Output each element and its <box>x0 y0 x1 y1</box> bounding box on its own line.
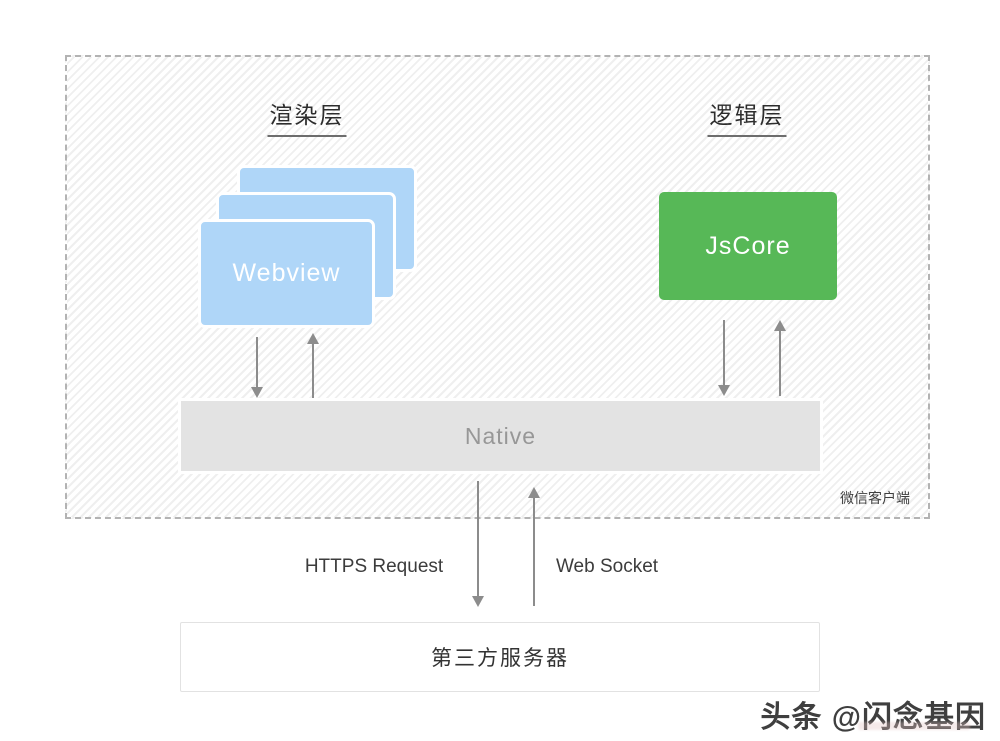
server-to-native-arrow-up-icon <box>533 497 535 606</box>
jscore-to-native-arrow-down-icon <box>723 320 725 386</box>
native-bar: Native <box>178 398 823 474</box>
logic-layer-heading: 逻辑层 <box>707 96 787 137</box>
jscore-label: JsCore <box>705 231 791 260</box>
native-label: Native <box>464 422 537 449</box>
webview-card-front: Webview <box>198 219 375 328</box>
native-to-server-arrow-down-icon <box>477 481 479 597</box>
render-layer-heading: 渲染层 <box>267 96 347 137</box>
jscore-box: JsCore <box>659 192 837 300</box>
native-to-webview-arrow-up-icon <box>312 343 314 398</box>
faint-watermark-smudge <box>858 722 970 730</box>
wechat-client-label: 微信客户端 <box>840 490 910 506</box>
third-party-server-box: 第三方服务器 <box>180 622 820 692</box>
toutiao-watermark: 头条 @闪念基因 <box>760 701 986 734</box>
webview-label: Webview <box>232 259 341 287</box>
native-to-jscore-arrow-up-icon <box>779 330 781 396</box>
web-socket-label: Web Socket <box>555 556 659 577</box>
webview-to-native-arrow-down-icon <box>256 337 258 388</box>
https-request-label: HTTPS Request <box>304 556 444 577</box>
third-party-server-label: 第三方服务器 <box>431 647 569 670</box>
